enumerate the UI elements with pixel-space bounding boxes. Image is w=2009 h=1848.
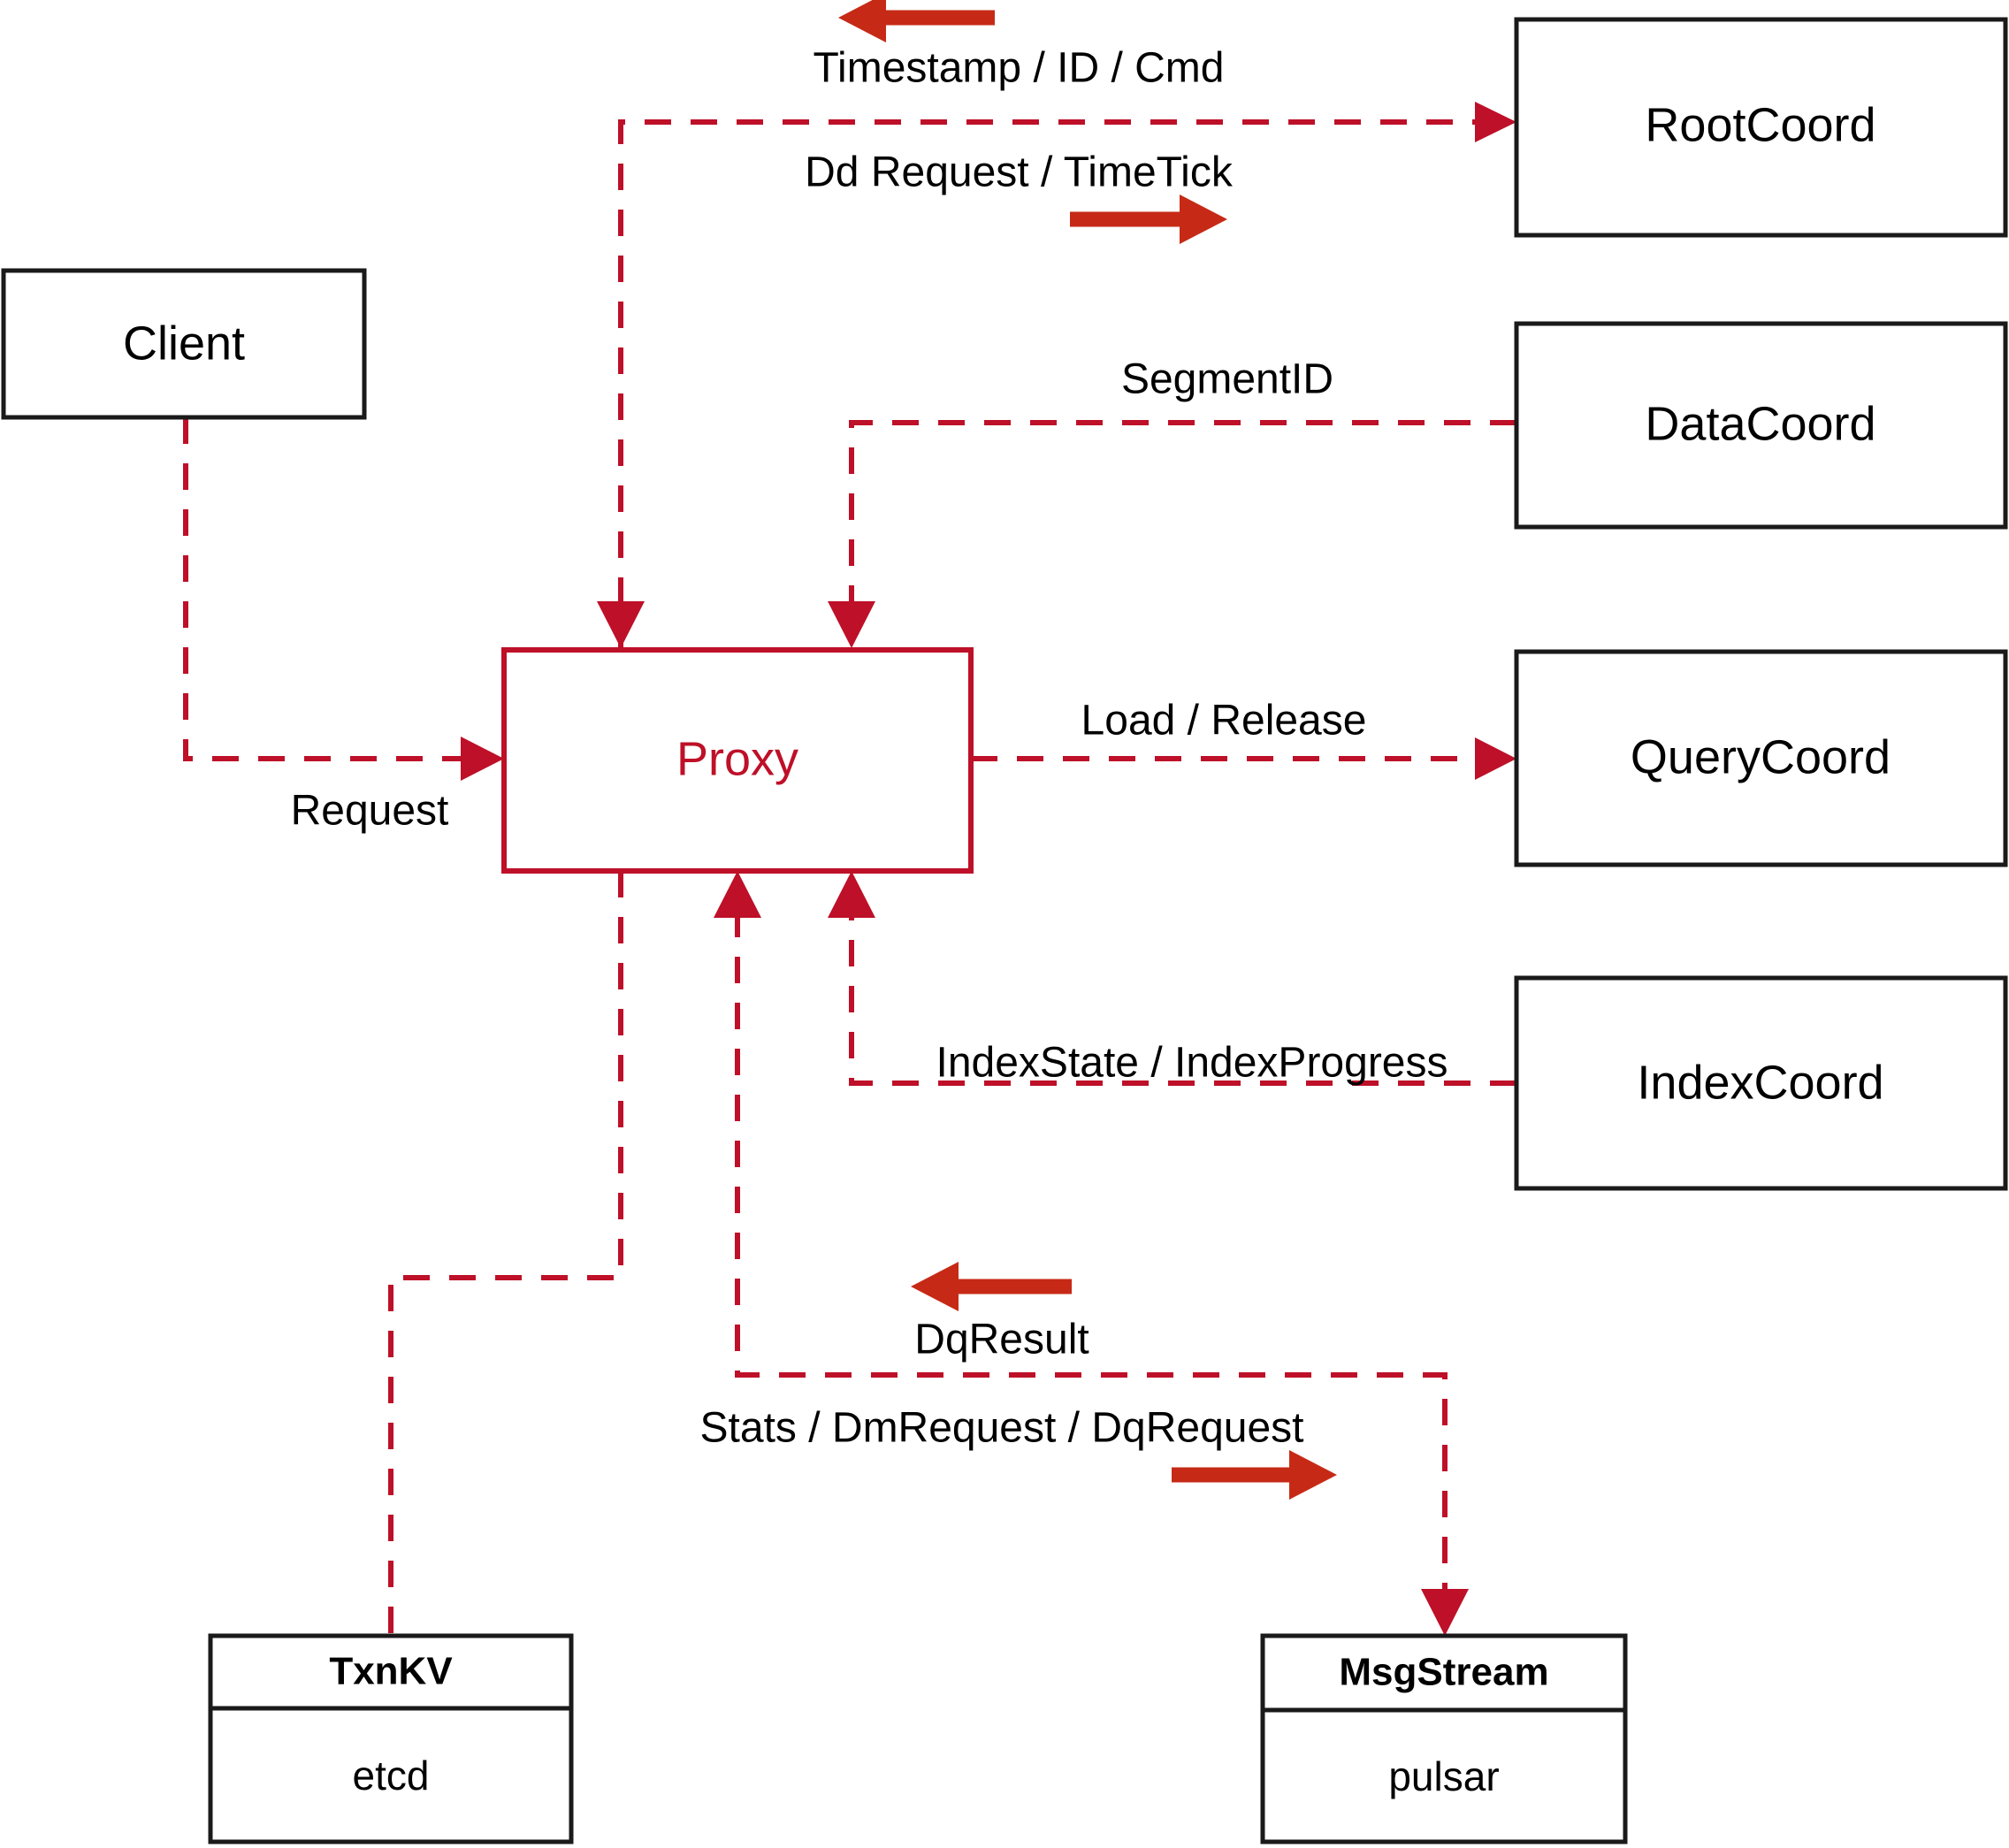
node-indexcoord-label: IndexCoord [1637, 1056, 1883, 1109]
edge-querycoord-load [971, 737, 1516, 780]
edge-datacoord-segmentid-path [849, 420, 1516, 610]
dir-arrow-timestamp-id-cmd [838, 0, 995, 42]
edge-msgstream-up-arrowhead [714, 871, 761, 918]
node-client[interactable]: Client [1, 268, 367, 420]
node-msgstream-title: MsgStream [1339, 1651, 1548, 1694]
edge-label-indexstate-indexprogress: IndexState / IndexProgress [936, 1040, 1448, 1087]
edge-label-load-release: Load / Release [1081, 698, 1367, 745]
node-proxy-label: Proxy [676, 732, 798, 785]
dir-arrow-dqresult [911, 1262, 1072, 1311]
node-txnkv-box [208, 1633, 574, 1844]
node-proxy[interactable]: Proxy [501, 647, 974, 874]
node-querycoord-box [1514, 649, 2008, 867]
edge-client-request-path [183, 417, 477, 761]
node-msgstream[interactable]: MsgStream pulsar [1260, 1633, 1628, 1844]
dir-arrow-dqresult-head [911, 1262, 959, 1311]
node-txnkv-title: TxnKV [329, 1650, 453, 1693]
edge-label-segmentid: SegmentID [1121, 356, 1333, 403]
edge-label-request: Request [291, 788, 449, 835]
edge-proxy-txnkv [388, 871, 623, 1636]
node-datacoord[interactable]: DataCoord [1514, 321, 2008, 530]
node-msgstream-impl: pulsar [1388, 1753, 1499, 1799]
edge-proxy-txnkv-path [388, 871, 623, 1636]
edge-rootcoord-request-arrowhead [1475, 102, 1516, 142]
edge-rootcoord-response-arrowhead [597, 601, 645, 648]
dir-arrow-timestamp-head [838, 0, 886, 42]
node-datacoord-box [1514, 321, 2008, 530]
node-querycoord-label: QueryCoord [1631, 730, 1891, 783]
node-rootcoord-label: RootCoord [1645, 98, 1875, 151]
node-msgstream-box [1260, 1633, 1628, 1844]
edge-indexcoord-state [828, 871, 1516, 1086]
dir-arrow-stats-head [1289, 1450, 1337, 1500]
edge-client-request [183, 417, 504, 781]
edge-querycoord-load-arrowhead [1475, 737, 1516, 780]
edge-rootcoord-response [597, 601, 645, 648]
node-datacoord-label: DataCoord [1645, 397, 1875, 450]
node-indexcoord-box [1514, 975, 2008, 1191]
node-txnkv[interactable]: TxnKV etcd [208, 1633, 574, 1844]
edge-rootcoord-request-path [618, 119, 1493, 650]
node-rootcoord-box [1514, 17, 2008, 238]
node-proxy-box [501, 647, 974, 874]
edge-msgstream-down-arrowhead [1421, 1589, 1469, 1636]
edge-rootcoord-request [618, 102, 1516, 650]
dir-arrow-stats-dm-dq [1172, 1450, 1337, 1500]
node-client-box [1, 268, 367, 420]
node-querycoord[interactable]: QueryCoord [1514, 649, 2008, 867]
edge-indexcoord-state-arrowhead [828, 871, 875, 918]
edge-indexcoord-state-path [849, 911, 1516, 1086]
edge-msgstream [714, 871, 1469, 1636]
edge-client-request-arrowhead [461, 737, 504, 781]
node-txnkv-impl: etcd [353, 1753, 430, 1798]
edge-label-stats-dmrequest-dqrequest: Stats / DmRequest / DqRequest [700, 1405, 1304, 1452]
edge-datacoord-segmentid-arrowhead [828, 601, 875, 648]
dir-arrow-dd-request-timetick [1070, 195, 1227, 244]
node-rootcoord[interactable]: RootCoord [1514, 17, 2008, 238]
edge-label-dqresult: DqResult [914, 1317, 1089, 1363]
edge-msgstream-path [735, 911, 1448, 1599]
node-client-label: Client [123, 317, 245, 370]
node-indexcoord[interactable]: IndexCoord [1514, 975, 2008, 1191]
edge-label-dd-request-timetick: Dd Request / TimeTick [805, 149, 1234, 196]
dir-arrow-dd-head [1180, 195, 1227, 244]
edge-label-timestamp-id-cmd: Timestamp / ID / Cmd [814, 45, 1225, 92]
edge-datacoord-segmentid [828, 420, 1516, 648]
